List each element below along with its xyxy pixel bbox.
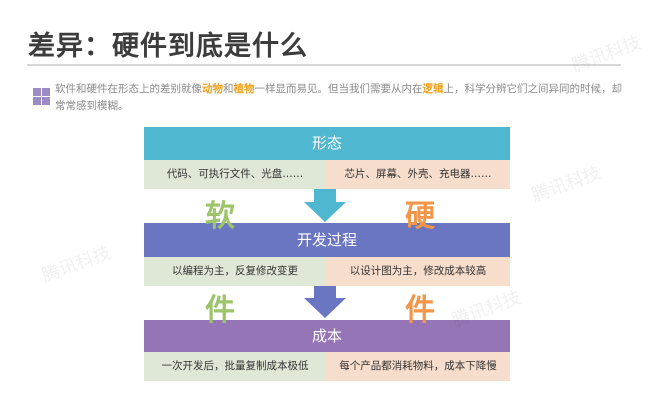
arrow-shaft (314, 286, 336, 298)
label-soft: 软 (205, 199, 235, 234)
highlight-logic: 逻辑 (422, 83, 444, 95)
highlight-animal: 动物 (202, 83, 223, 95)
down-arrow-icon (304, 202, 346, 222)
title-divider (27, 64, 621, 66)
intro-part: 上，科学分辨它们之间异同的时候，却常常感到模糊。 (55, 83, 622, 112)
grid-icon (33, 88, 50, 105)
intro-text: 软件和硬件在形态上的差别就像动物和植物一样显而易见。但当我们需要从内在逻辑上，科… (55, 81, 623, 115)
stage-dev-hardware: 以设计图为主，修改成本较高 (326, 257, 510, 286)
watermark: 腾讯科技 (529, 162, 604, 207)
stage-form-hardware: 芯片、屏幕、外壳、充电器…… (326, 160, 510, 189)
watermark: 腾讯科技 (569, 32, 644, 77)
stage-cost-software: 一次开发后，批量复制成本极低 (144, 352, 326, 381)
intro-part: 一样显而易见。但当我们需要从内在 (254, 83, 423, 95)
label-hard-2: 件 (405, 293, 435, 328)
stage-form-software: 代码、可执行文件、光盘…… (144, 160, 326, 189)
watermark: 腾讯科技 (39, 242, 114, 287)
highlight-plant: 植物 (233, 83, 255, 95)
stage-cost-hardware: 每个产品都消耗物料，成本下降慢 (326, 352, 510, 381)
stage-dev-software: 以编程为主，反复修改变更 (144, 257, 326, 286)
stage-cost-header: 成本 (144, 320, 510, 352)
stage-form-header: 形态 (144, 127, 510, 160)
arrow-shaft (314, 189, 336, 202)
intro-part: 和 (223, 83, 234, 95)
stage-dev-header: 开发过程 (144, 223, 510, 257)
label-hard: 硬 (405, 199, 435, 234)
down-arrow-icon (304, 298, 346, 318)
intro-part: 软件和硬件在形态上的差别就像 (55, 83, 202, 95)
page-title: 差异：硬件到底是什么 (28, 31, 308, 62)
label-soft-2: 件 (205, 293, 235, 328)
